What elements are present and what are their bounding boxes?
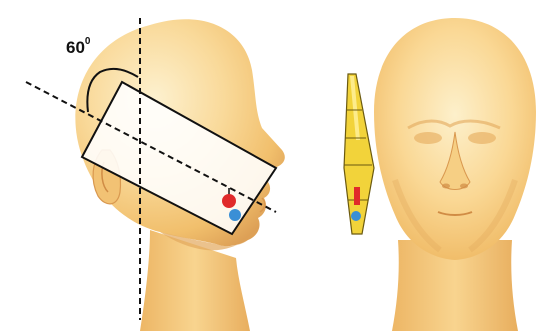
angle-label: 600 (66, 38, 90, 58)
feed-red-dot (222, 194, 236, 208)
phone-side-body (344, 74, 374, 234)
feed-blue-dot (229, 209, 241, 221)
phone-side-view (344, 74, 374, 234)
angle-degree-symbol: 0 (85, 36, 91, 47)
phone-side-feed-red (354, 187, 360, 205)
angle-value: 60 (66, 38, 85, 57)
front-right-eye (468, 132, 496, 144)
front-view-head (374, 18, 536, 331)
phone-side-feed-blue (351, 211, 361, 221)
front-left-eye (414, 132, 442, 144)
